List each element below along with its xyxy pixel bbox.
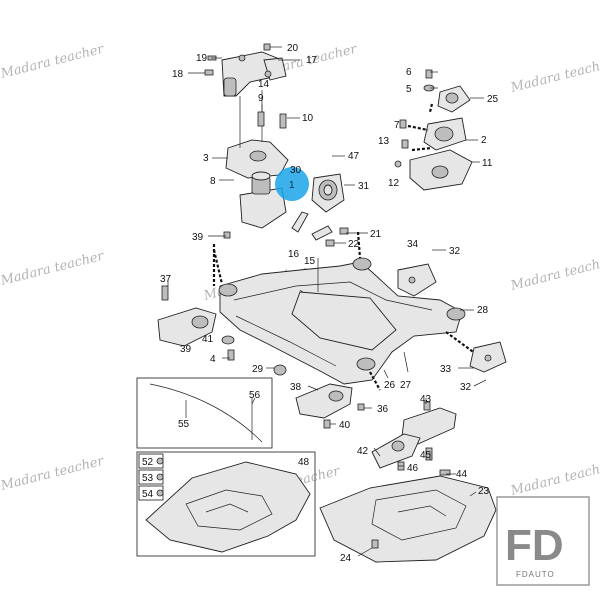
callout-31: 31 [358, 181, 370, 192]
callout-15: 15 [304, 256, 316, 267]
bracket-3 [225, 139, 289, 179]
callout-53: 53 [142, 473, 154, 484]
callout-23: 23 [478, 486, 490, 497]
right-mount-assembly [394, 69, 473, 191]
callout-43: 43 [420, 394, 432, 405]
watermark-7: Madara teacher [0, 454, 106, 494]
watermark-9: Madara teacher [508, 459, 600, 499]
watermark-4: Madara teacher [0, 249, 106, 289]
callout-9: 9 [258, 93, 264, 104]
callout-28: 28 [477, 305, 489, 316]
upper-torque-rod-assembly [221, 51, 287, 97]
callout-21: 21 [370, 229, 382, 240]
callout-16: 16 [288, 249, 300, 260]
callout-25: 25 [487, 94, 499, 105]
small-links [291, 211, 349, 247]
callout-32-bottom: 32 [460, 382, 472, 393]
under-shield-23 [319, 475, 497, 563]
callout-56: 56 [249, 390, 261, 401]
callout-12: 12 [388, 178, 400, 189]
callout-8: 8 [210, 176, 216, 187]
shield-inset-box [136, 451, 316, 557]
callout-54: 54 [142, 489, 154, 500]
callout-41: 41 [202, 334, 214, 345]
callout-55: 55 [178, 419, 190, 430]
bracket-33 [469, 341, 507, 373]
watermark-3: Madara teacher [508, 56, 600, 96]
callout-36: 36 [377, 404, 389, 415]
callout-37: 37 [160, 274, 172, 285]
callout-38: 38 [290, 382, 302, 393]
callout-48: 48 [298, 457, 310, 468]
watermark-6: Madara teacher [508, 254, 600, 294]
callout-13: 13 [378, 136, 390, 147]
callout-14: 14 [258, 79, 270, 90]
callout-7: 7 [394, 120, 400, 131]
callout-32-top: 32 [449, 246, 461, 257]
callout-5: 5 [406, 84, 412, 95]
callout-17: 17 [306, 55, 318, 66]
under-shield-left [145, 461, 311, 553]
callout-20: 20 [287, 43, 299, 54]
fastener-legend [138, 453, 164, 501]
callout-52: 52 [142, 457, 154, 468]
watermark-1: Madara teacher [0, 42, 106, 82]
logo-sub: FDAUTO [516, 570, 555, 579]
callout-numbers: 19 20 17 18 14 9 10 3 30 1 8 31 47 21 22… [142, 43, 499, 564]
callout-2: 2 [481, 135, 487, 146]
bracket-39 [157, 307, 217, 347]
engine-mount-1 [239, 171, 287, 229]
logo-mark: FD [505, 521, 564, 570]
callout-39-top: 39 [192, 232, 204, 243]
callout-18: 18 [172, 69, 184, 80]
callout-26: 26 [384, 380, 396, 391]
callout-11: 11 [482, 158, 493, 169]
callout-47: 47 [348, 151, 360, 162]
callout-33: 33 [440, 364, 452, 375]
highlight-marker [275, 167, 309, 201]
callout-39-bottom: 39 [180, 344, 192, 355]
callout-22: 22 [348, 239, 360, 250]
callout-4: 4 [210, 354, 216, 365]
callout-24: 24 [340, 553, 352, 564]
callout-29: 29 [252, 364, 264, 375]
clip-29 [273, 364, 287, 376]
callout-42: 42 [357, 446, 369, 457]
bracket-34 [397, 263, 437, 297]
leader-lines [167, 46, 487, 557]
callout-1: 1 [289, 180, 295, 191]
fdauto-logo: FD FDAUTO [496, 496, 590, 586]
cable-inset-box [136, 377, 273, 449]
callout-44: 44 [456, 469, 468, 480]
callout-3: 3 [203, 153, 209, 164]
callout-19: 19 [196, 53, 208, 64]
callout-40: 40 [339, 420, 351, 431]
callout-30: 30 [290, 165, 302, 176]
callout-45: 45 [420, 450, 432, 461]
subframe [218, 257, 466, 385]
mount-31 [311, 173, 345, 213]
bracket-38 [295, 383, 353, 419]
callout-10: 10 [302, 113, 314, 124]
callout-34: 34 [407, 239, 419, 250]
callout-27: 27 [400, 380, 412, 391]
callout-6: 6 [406, 67, 412, 78]
callout-46: 46 [407, 463, 419, 474]
bracket-43-assembly [371, 401, 457, 476]
